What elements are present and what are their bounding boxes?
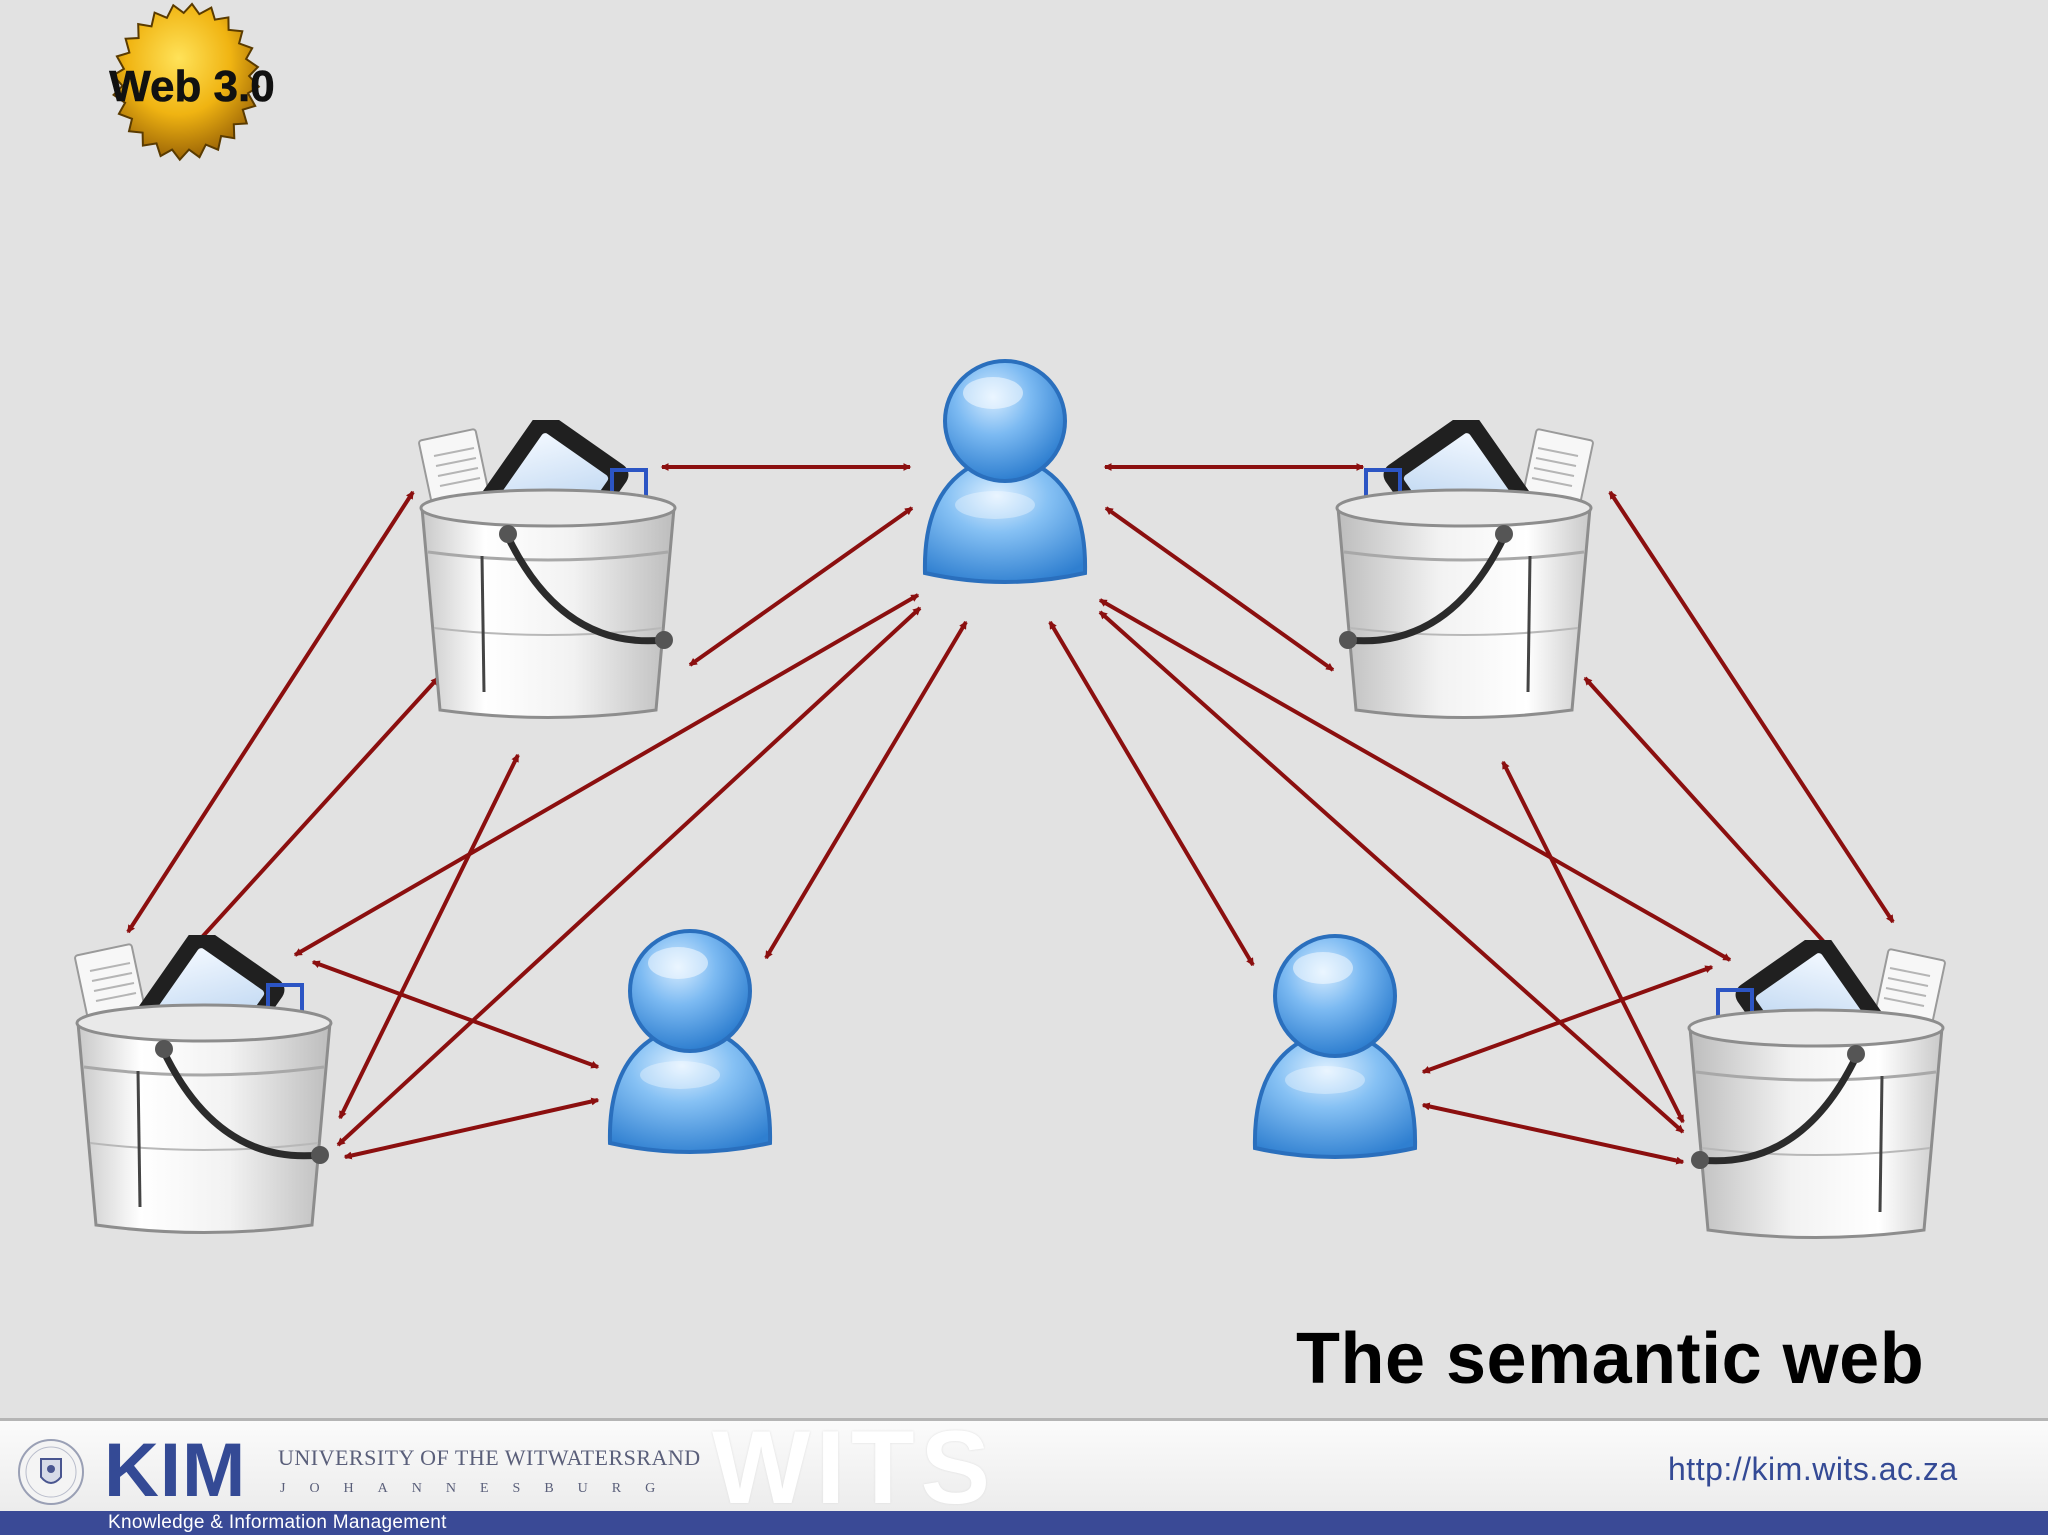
link-bucket-top-left-bucket-bottom-left [126,490,415,934]
badge-starburst-icon [111,2,261,162]
link-user-top-user-bottom-left [764,620,968,960]
link-bucket-top-right-bucket-bottom-right-3 [1501,760,1685,1124]
link-bucket-bottom-right-user-bottom-right-2 [1421,1102,1685,1165]
university-crest-icon [18,1439,84,1505]
slide-title: The semantic web [1296,1319,1925,1399]
user-bottom-right [1252,934,1418,1159]
link-bucket-bottom-left-user-bottom-left [311,960,600,1069]
link-user-top-bucket-top-left-2 [688,506,914,667]
footer-tagline: Knowledge & Information Management [108,1512,447,1533]
link-user-top-user-bottom-right [1048,620,1255,967]
university-city: JOHANNESBURG [280,1481,680,1496]
site-url-link[interactable]: http://kim.wits.ac.za [1668,1451,1958,1487]
bucket-bottom-left [75,923,331,1233]
footer-divider [0,1418,2048,1421]
wits-watermark: WITS [712,1410,996,1526]
footer-logo-bar: KIM UNIVERSITY OF THE WITWATERSRAND JOHA… [0,1413,2048,1523]
badge-label: Web 3.0 [109,62,274,111]
web-3-badge: Web 3.0 [109,2,275,162]
link-bucket-top-right-bucket-bottom-right-2 [1583,676,1845,965]
link-bucket-bottom-right-user-bottom-right [1421,965,1714,1074]
link-bucket-bottom-left-user-bottom-left-2 [343,1097,600,1160]
semantic-web-diagram: Web 3.0 [0,2,2048,1418]
bucket-bottom-right [1689,928,1945,1238]
link-bucket-top-right-bucket-bottom-right [1608,490,1895,924]
kim-logo: KIM [104,1428,247,1513]
bucket-top-left [419,408,675,718]
university-name: UNIVERSITY OF THE WITWATERSRAND [278,1445,701,1470]
user-bottom-left [607,929,773,1154]
footer-tagline-strip [0,1511,2048,1535]
user-top [922,359,1088,584]
bucket-top-right [1337,408,1593,718]
link-bucket-top-left-bucket-bottom-left-2 [181,676,440,960]
footer-banner: KIM UNIVERSITY OF THE WITWATERSRAND JOHA… [0,1413,2048,1535]
connection-arrows [126,463,1895,1165]
